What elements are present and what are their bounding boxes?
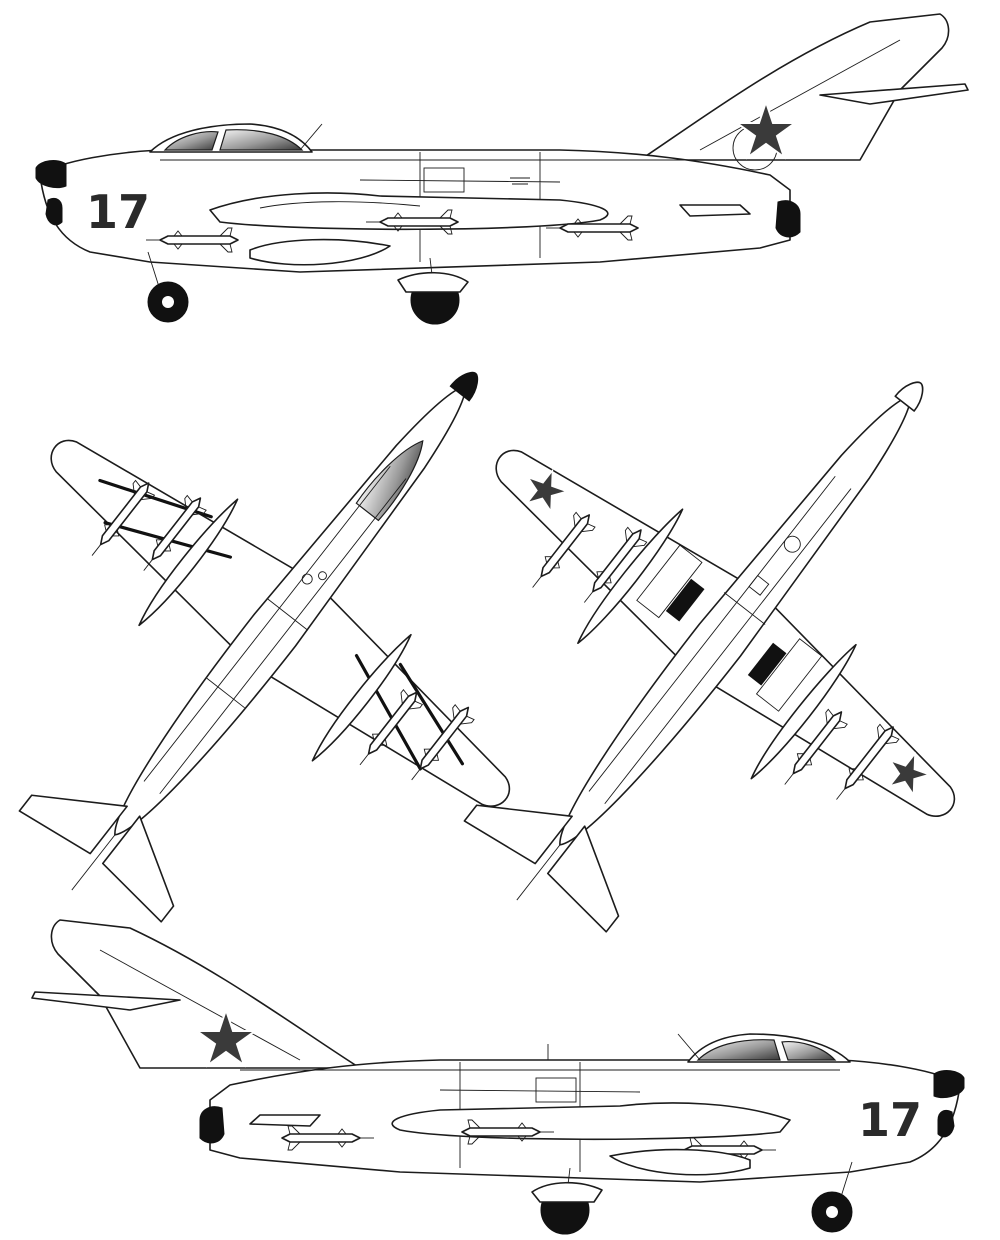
top-view	[18, 371, 511, 923]
bottom-view	[463, 381, 956, 933]
left-side-view: 17	[35, 13, 969, 325]
nose-intake	[933, 1070, 965, 1099]
port-stabilizer	[18, 794, 128, 855]
nose-intake	[449, 371, 479, 402]
tail-antenna-fairing	[819, 83, 969, 105]
cockpit-canopy-icon	[355, 439, 424, 522]
drop-tank	[609, 1148, 751, 1176]
nose-radar-bullet	[937, 1109, 955, 1138]
exhaust-nozzle	[199, 1106, 225, 1144]
exhaust-nozzle	[775, 200, 801, 238]
nose-radar-bullet	[45, 197, 63, 226]
vertical-tail	[639, 13, 950, 161]
starboard-wing	[265, 594, 511, 807]
main-gear-well	[747, 642, 787, 686]
starboard-stabilizer	[101, 815, 175, 923]
port-wing	[50, 439, 297, 651]
drop-tank	[249, 238, 391, 266]
drop-tank	[311, 633, 412, 762]
drop-tank	[138, 498, 239, 627]
right-side-view: 17	[31, 919, 965, 1235]
main-gear-well	[665, 578, 705, 622]
tactical-number: 17	[858, 1093, 922, 1147]
tactical-number: 17	[86, 185, 150, 239]
vertical-tail	[50, 919, 361, 1069]
tail-antenna-fairing	[31, 991, 181, 1011]
nose-intake	[35, 160, 67, 189]
